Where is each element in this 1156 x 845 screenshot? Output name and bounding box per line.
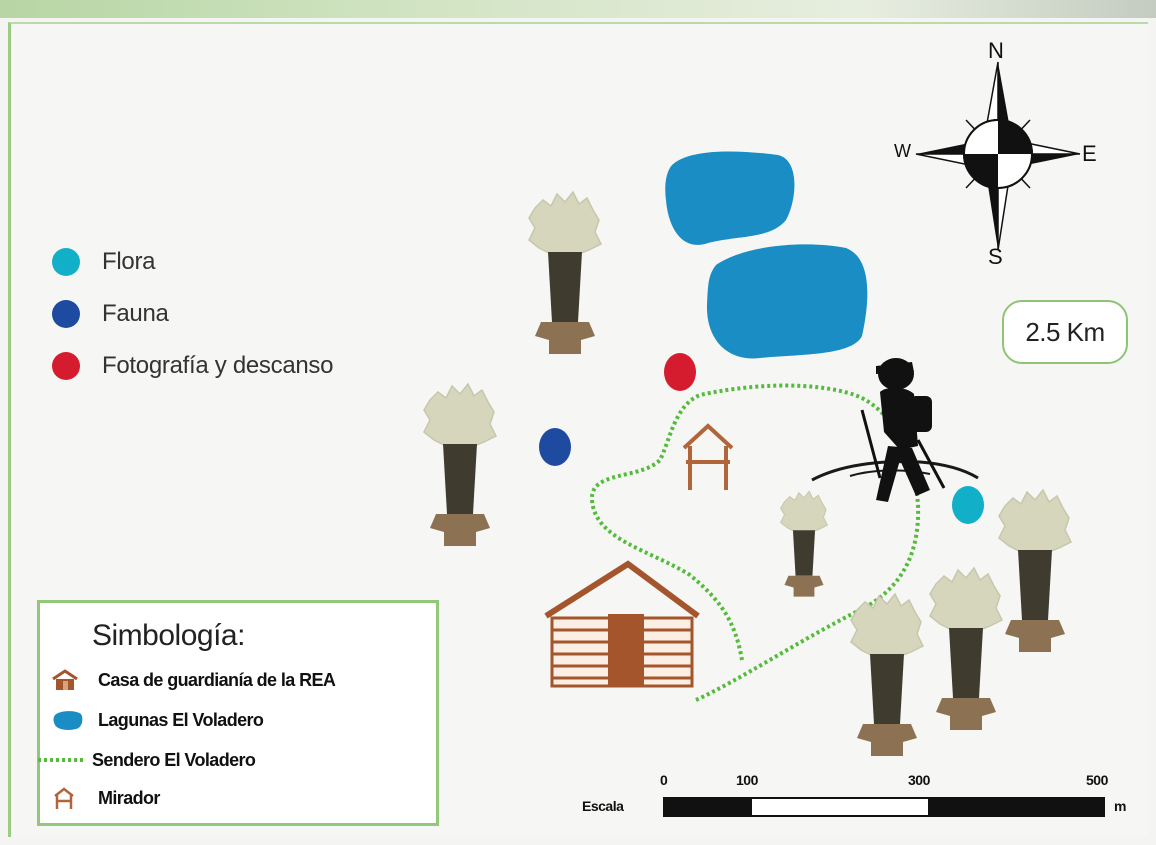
- symbology-legend: Simbología: Casa de guardianía de la REA…: [37, 600, 439, 826]
- trail-path: [589, 383, 921, 702]
- points-legend: Flora Fauna Fotografía y descanso: [52, 236, 333, 392]
- frailejon-plant: [998, 489, 1072, 653]
- symbology-item-trail: Sendero El Voladero: [38, 745, 256, 775]
- frailejon-plant: [780, 490, 828, 598]
- fauna-point: [539, 428, 571, 466]
- symbology-title: Simbología:: [92, 619, 245, 652]
- scale-bar: [663, 797, 1105, 817]
- compass-south-label: S: [988, 244, 1003, 269]
- symbology-item-house: Casa de guardianía de la REA: [52, 665, 336, 695]
- photo-rest-point: [664, 353, 696, 391]
- lagoon-south: [706, 244, 868, 359]
- symbology-label: Sendero El Voladero: [92, 749, 256, 770]
- frailejon-plant: [528, 191, 602, 355]
- house-icon: [544, 560, 700, 688]
- frailejon-plant: [850, 593, 924, 757]
- legend-label: Fauna: [102, 300, 169, 327]
- house-icon: [52, 667, 98, 693]
- symbology-label: Casa de guardianía de la REA: [98, 669, 336, 690]
- symbology-label: Mirador: [98, 787, 160, 808]
- top-frame-bar: [0, 0, 1156, 18]
- compass-west-label: W: [894, 141, 911, 161]
- flora-point: [952, 486, 984, 524]
- trail-icon: [38, 747, 92, 773]
- compass-north-label: N: [988, 38, 1004, 63]
- scale-tick-label: 300: [908, 772, 930, 788]
- legend-label: Fotografía y descanso: [102, 352, 334, 379]
- viewpoint-icon: [52, 785, 98, 811]
- flora-dot-icon: [52, 248, 80, 276]
- scale-title: Escala: [582, 798, 624, 814]
- fauna-dot-icon: [52, 300, 80, 328]
- legend-item-flora: Flora: [52, 236, 333, 288]
- lagoon-north: [665, 151, 795, 245]
- symbology-item-lagoon: Lagunas El Voladero: [52, 705, 264, 735]
- scale-tick-label: 0: [660, 772, 668, 788]
- frailejon-plant: [423, 383, 497, 547]
- photo-dot-icon: [52, 352, 80, 380]
- symbology-item-viewpoint: Mirador: [52, 783, 160, 813]
- legend-item-photo: Fotografía y descanso: [52, 340, 333, 392]
- legend-label: Flora: [102, 248, 156, 275]
- symbology-label: Lagunas El Voladero: [98, 709, 264, 730]
- scale-unit: m: [1114, 798, 1126, 814]
- frailejon-plant: [929, 567, 1003, 731]
- hiker-icon: [811, 358, 979, 502]
- scale-tick-label: 100: [736, 772, 758, 788]
- viewpoint-icon: [682, 423, 734, 490]
- distance-badge: 2.5 Km: [1002, 300, 1128, 364]
- lagoon-icon: [52, 707, 98, 733]
- compass-east-label: E: [1082, 141, 1097, 166]
- legend-item-fauna: Fauna: [52, 288, 333, 340]
- scale-tick-label: 500: [1086, 772, 1108, 788]
- compass-rose: [915, 61, 1081, 251]
